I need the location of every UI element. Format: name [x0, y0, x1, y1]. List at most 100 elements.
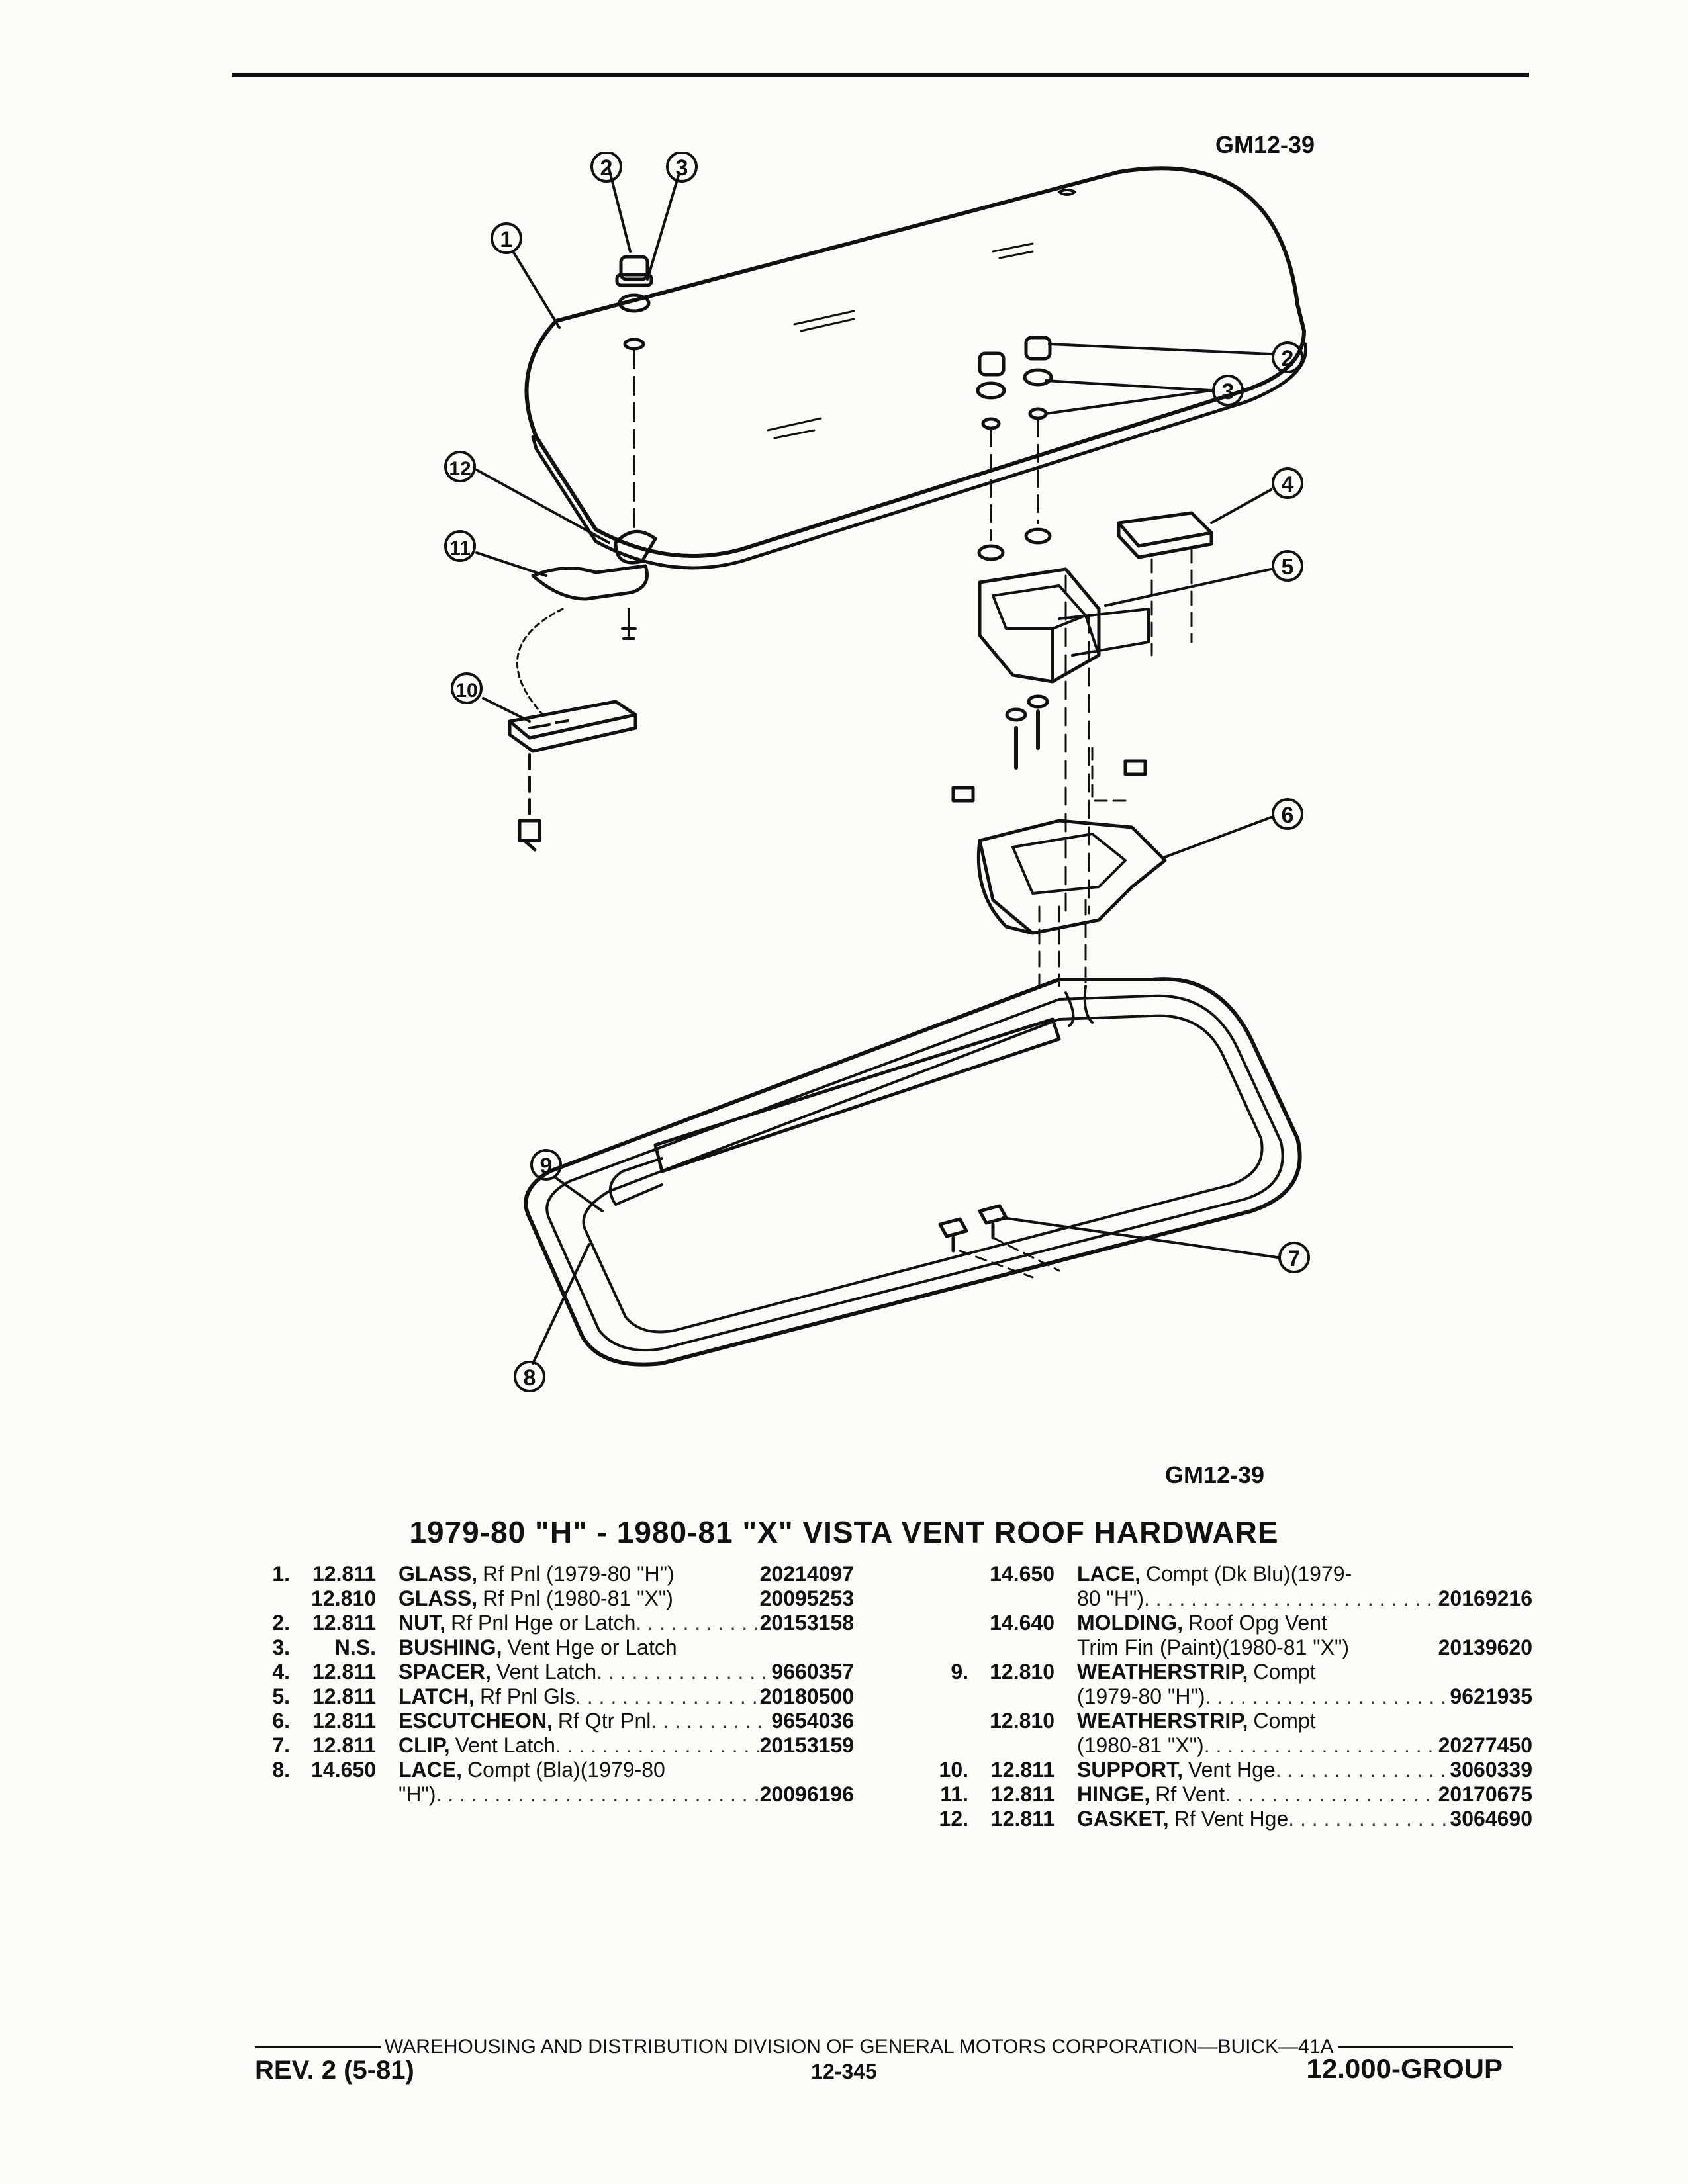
footer-division-line: WAREHOUSING AND DISTRIBUTION DIVISION OF… — [255, 2036, 1513, 2058]
item-number — [923, 1586, 968, 1611]
part-description: Rf Vent — [1155, 1782, 1225, 1806]
part-description: Rf Pnl (1980-81 "X") — [483, 1586, 673, 1610]
svg-text:9: 9 — [540, 1154, 553, 1179]
parts-row: (1979-80 "H")9621935 — [923, 1684, 1532, 1709]
part-number: 9621935 — [1450, 1684, 1532, 1708]
item-number: 11. — [940, 1782, 968, 1806]
item-number: 5. — [272, 1684, 290, 1708]
part-description: 80 "H") — [1077, 1586, 1144, 1610]
part-number: 9660357 — [771, 1660, 854, 1684]
item-number: 8. — [272, 1758, 290, 1782]
part-name: MOLDING, — [1077, 1611, 1183, 1635]
svg-text:8: 8 — [524, 1365, 536, 1390]
item-number — [245, 1586, 290, 1611]
group-number: 12.811 — [312, 1684, 376, 1708]
part-number: 20153159 — [759, 1733, 854, 1757]
group-number: 14.650 — [311, 1758, 376, 1782]
part-name: BUSHING, — [399, 1635, 502, 1659]
part-description: Rf Pnl Hge or Latch — [451, 1611, 636, 1635]
part-description: Rf Pnl Gls — [479, 1684, 575, 1708]
group-number: 12.811 — [312, 1562, 376, 1586]
svg-text:12: 12 — [449, 458, 471, 480]
leader-dots — [1204, 1733, 1438, 1758]
part-number: 20139620 — [1438, 1635, 1532, 1659]
group-number: 12.811 — [990, 1782, 1055, 1806]
item-number: 10. — [939, 1758, 968, 1782]
group-number — [968, 1586, 1055, 1611]
part-description: Rf Pnl (1979-80 "H") — [483, 1562, 675, 1586]
svg-text:5: 5 — [1282, 555, 1294, 580]
svg-text:3: 3 — [1222, 379, 1235, 404]
part-name: SUPPORT, — [1077, 1758, 1184, 1782]
vent-latch-spacer — [1117, 511, 1213, 657]
part-name: LACE, — [1077, 1562, 1141, 1586]
callout-5: 5 — [1272, 550, 1303, 582]
part-number: 20096196 — [759, 1782, 854, 1806]
part-description: "H") — [399, 1782, 436, 1806]
left-fastener-stack — [531, 255, 657, 640]
callout-7: 7 — [1278, 1242, 1310, 1273]
item-number — [923, 1733, 968, 1758]
leader-dots — [596, 1660, 771, 1684]
svg-text:2: 2 — [600, 156, 613, 181]
callout-4: 4 — [1272, 467, 1303, 499]
leader-dots — [555, 1733, 760, 1758]
part-description: Roof Opg Vent — [1188, 1611, 1327, 1635]
group-number: 14.640 — [990, 1611, 1055, 1635]
parts-row: (1980-81 "X")20277450 — [923, 1733, 1532, 1758]
part-name: GASKET, — [1077, 1807, 1169, 1831]
svg-text:3: 3 — [676, 156, 688, 181]
callout-6: 6 — [1272, 798, 1303, 830]
group-number: 12.811 — [312, 1709, 376, 1733]
item-number: 1. — [272, 1562, 290, 1586]
right-fastener-stack — [976, 336, 1053, 561]
item-number: 2. — [272, 1611, 290, 1635]
leader-dots — [1225, 1782, 1438, 1807]
group-number: 12.811 — [312, 1660, 376, 1684]
section-title: 1979-80 "H" - 1980-81 "X" VISTA VENT ROO… — [409, 1515, 1279, 1549]
part-name: GLASS, — [399, 1562, 478, 1586]
item-number: 4. — [272, 1660, 290, 1684]
part-description: Vent Latch — [455, 1733, 555, 1757]
footer-group: 12.000-GROUP — [1306, 2053, 1503, 2084]
figure-ref-top: GM12-39 — [1215, 131, 1315, 158]
part-description: Compt — [1253, 1660, 1316, 1684]
latch-screws — [951, 694, 1147, 803]
part-description: Compt — [1253, 1709, 1316, 1733]
leader-dots — [575, 1684, 760, 1709]
svg-text:6: 6 — [1282, 803, 1294, 828]
part-number: 20277450 — [1438, 1733, 1532, 1757]
parts-row: 4. 12.811 SPACER,Vent Latch 9660357 — [245, 1660, 854, 1684]
roof-opening-frame — [524, 977, 1302, 1367]
part-description: Vent Hge — [1188, 1758, 1276, 1782]
part-description: Compt (Dk Blu)(1979- — [1146, 1562, 1352, 1586]
part-description: Vent Latch — [496, 1660, 597, 1684]
quarter-panel-escutcheon — [976, 819, 1167, 987]
part-name: ESCUTCHEON, — [399, 1709, 553, 1733]
group-number: 14.650 — [990, 1562, 1055, 1586]
footer-page-number: 12-345 — [811, 2060, 877, 2083]
item-number — [923, 1684, 968, 1709]
callout-2-right: 2 — [1272, 341, 1303, 373]
part-name: LACE, — [399, 1758, 462, 1782]
part-name: SPACER, — [399, 1660, 491, 1684]
part-number: 20180500 — [759, 1684, 854, 1708]
roof-panel-latch — [978, 567, 1150, 915]
parts-row: 14.650 LACE,Compt (Dk Blu)(1979- — [923, 1562, 1532, 1586]
callout-3-right: 3 — [1212, 375, 1244, 406]
group-number: 12.810 — [311, 1586, 376, 1610]
item-number: 12. — [939, 1807, 968, 1831]
callout-leaders — [475, 167, 1279, 1365]
callout-1: 1 — [491, 222, 522, 254]
part-name: GLASS, — [399, 1586, 478, 1610]
item-number: 9. — [951, 1660, 968, 1684]
parts-row-continuation: "H") 20096196 — [245, 1782, 854, 1807]
